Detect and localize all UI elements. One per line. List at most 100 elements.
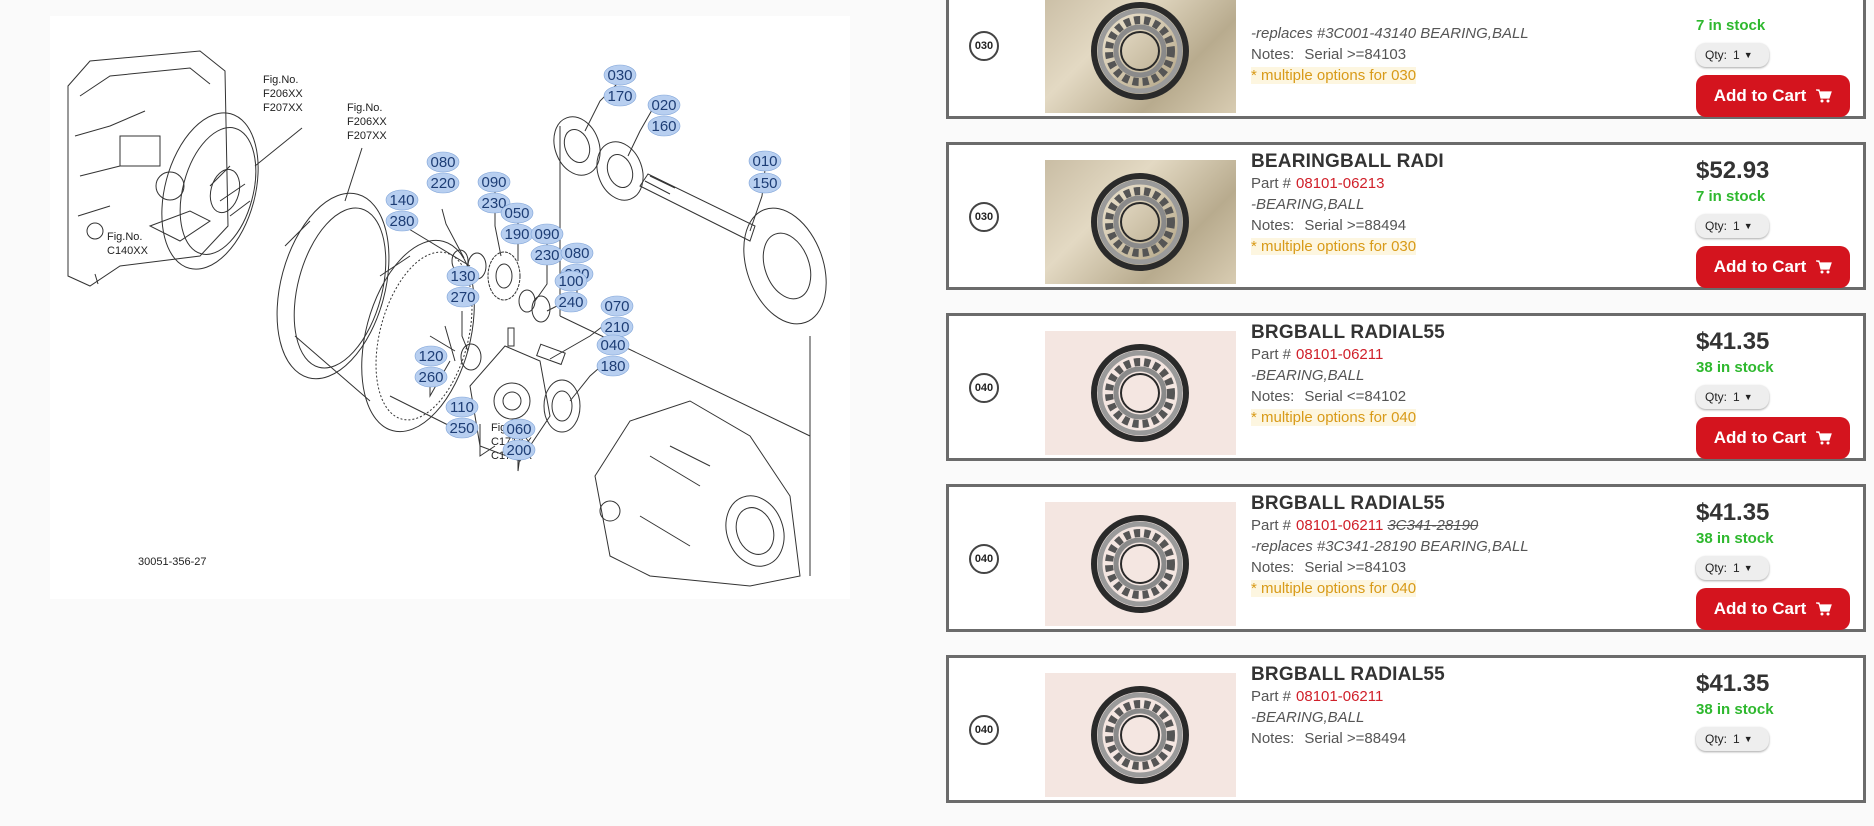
callout-090[interactable]: 090 bbox=[477, 171, 511, 193]
chevron-down-icon: ▼ bbox=[1743, 563, 1753, 573]
callout-070[interactable]: 070 bbox=[600, 295, 634, 317]
callout-200[interactable]: 200 bbox=[502, 439, 536, 461]
svg-text:230: 230 bbox=[481, 195, 506, 212]
part-image[interactable] bbox=[1045, 331, 1236, 455]
figure-label-1: Fig.No. bbox=[347, 102, 382, 114]
quantity-select[interactable]: Qty: 1 ▼ bbox=[1696, 43, 1769, 67]
callout-150[interactable]: 150 bbox=[748, 172, 782, 194]
callout-250[interactable]: 250 bbox=[445, 417, 479, 439]
callout-110[interactable]: 110 bbox=[445, 396, 479, 418]
part-number-line: Part #08101-06211 bbox=[1251, 686, 1751, 707]
part-info: BRGBALL RADIAL55 Part #08101-06211 -BEAR… bbox=[1251, 322, 1751, 428]
notes-line: Notes:Serial <=84102 bbox=[1251, 386, 1751, 407]
drawing-number: 30051-356-27 bbox=[138, 556, 207, 568]
callout-220[interactable]: 220 bbox=[426, 172, 460, 194]
svg-text:150: 150 bbox=[752, 175, 777, 192]
callout-090[interactable]: 090 bbox=[530, 223, 564, 245]
part-image[interactable] bbox=[1045, 160, 1236, 284]
chevron-down-icon: ▼ bbox=[1743, 221, 1753, 231]
figure-label-1: F207XX bbox=[347, 130, 387, 142]
callout-270[interactable]: 270 bbox=[446, 286, 480, 308]
quantity-select[interactable]: Qty: 1 ▼ bbox=[1696, 385, 1769, 409]
callout-230[interactable]: 230 bbox=[530, 244, 564, 266]
bearing-image bbox=[1091, 686, 1189, 784]
callout-280[interactable]: 280 bbox=[385, 210, 419, 232]
callout-170[interactable]: 170 bbox=[603, 85, 637, 107]
add-to-cart-button[interactable]: Add to Cart bbox=[1696, 588, 1850, 630]
callout-010[interactable]: 010 bbox=[748, 150, 782, 172]
callout-160[interactable]: 160 bbox=[647, 115, 681, 137]
ref-badge[interactable]: 040 bbox=[969, 373, 999, 403]
callout-050[interactable]: 050 bbox=[500, 202, 534, 224]
callout-260[interactable]: 260 bbox=[414, 366, 448, 388]
svg-text:060: 060 bbox=[506, 421, 531, 438]
price-column: $41.35 38 in stock Qty: 1 ▼ Add to Cart bbox=[1696, 326, 1856, 459]
stock-status: 7 in stock bbox=[1696, 188, 1766, 205]
part-image[interactable] bbox=[1045, 673, 1236, 797]
callout-020[interactable]: 020 bbox=[647, 94, 681, 116]
notes-label: Notes: bbox=[1251, 559, 1295, 576]
leader-lines bbox=[94, 80, 767, 472]
callout-230[interactable]: 230 bbox=[477, 192, 511, 214]
svg-text:160: 160 bbox=[651, 118, 676, 135]
add-to-cart-button[interactable]: Add to Cart bbox=[1696, 417, 1850, 459]
part-info: -replaces #3C001-43140 BEARING,BALL Note… bbox=[1251, 0, 1751, 86]
notes-line: Notes:Serial >=84103 bbox=[1251, 557, 1751, 578]
figure-label-0: Fig.No. bbox=[263, 74, 298, 86]
notes-value: Serial >=88494 bbox=[1304, 730, 1407, 747]
callout-080[interactable]: 080 bbox=[560, 242, 594, 264]
callout-100[interactable]: 100 bbox=[554, 270, 588, 292]
part-row: 040 BRGBALL RADIAL55 Part #08101-06211 -… bbox=[946, 313, 1866, 461]
multiple-options-link[interactable]: * multiple options for 040 bbox=[1251, 580, 1417, 597]
price: $41.35 bbox=[1696, 499, 1770, 526]
notes-label: Notes: bbox=[1251, 217, 1295, 234]
callout-130[interactable]: 130 bbox=[446, 265, 480, 287]
add-to-cart-button[interactable]: Add to Cart bbox=[1696, 246, 1850, 288]
callout-140[interactable]: 140 bbox=[385, 189, 419, 211]
callout-040[interactable]: 040 bbox=[596, 334, 630, 356]
price-column: $41.35 38 in stock Qty: 1 ▼ Add to Cart bbox=[1696, 497, 1856, 630]
part-number-link[interactable]: 08101-06211 bbox=[1296, 517, 1384, 534]
callout-240[interactable]: 240 bbox=[554, 291, 588, 313]
bearing-image bbox=[1091, 515, 1189, 613]
quantity-select[interactable]: Qty: 1 ▼ bbox=[1696, 556, 1769, 580]
svg-text:220: 220 bbox=[430, 175, 455, 192]
part-title: BRGBALL RADIAL55 bbox=[1251, 322, 1445, 343]
ref-badge[interactable]: 040 bbox=[969, 715, 999, 745]
part-number-link[interactable]: 08101-06213 bbox=[1296, 175, 1385, 192]
part-number-link[interactable]: 08101-06211 bbox=[1296, 688, 1384, 705]
part-number-line bbox=[1251, 2, 1751, 23]
callout-190[interactable]: 190 bbox=[500, 223, 534, 245]
callout-210[interactable]: 210 bbox=[600, 316, 634, 338]
svg-text:270: 270 bbox=[450, 289, 475, 306]
callout-120[interactable]: 120 bbox=[414, 345, 448, 367]
notes-line: Notes:Serial >=88494 bbox=[1251, 728, 1751, 749]
callout-030[interactable]: 030 bbox=[603, 64, 637, 86]
part-image[interactable] bbox=[1045, 502, 1236, 626]
add-to-cart-button[interactable]: Add to Cart bbox=[1696, 75, 1850, 117]
part-row: 040 BRGBALL RADIAL55 Part #08101-06211 -… bbox=[946, 655, 1866, 803]
callout-080[interactable]: 080 bbox=[426, 151, 460, 173]
multiple-options-link[interactable]: * multiple options for 040 bbox=[1251, 409, 1417, 426]
part-image[interactable] bbox=[1045, 0, 1236, 113]
svg-text:190: 190 bbox=[504, 226, 529, 243]
multiple-options-link[interactable]: * multiple options for 030 bbox=[1251, 238, 1417, 255]
part-description: -replaces #3C001-43140 BEARING,BALL bbox=[1251, 25, 1529, 42]
ref-badge[interactable]: 030 bbox=[969, 31, 999, 61]
multiple-options-link[interactable]: * multiple options for 030 bbox=[1251, 67, 1417, 84]
ref-badge[interactable]: 030 bbox=[969, 202, 999, 232]
chevron-down-icon: ▼ bbox=[1743, 734, 1753, 744]
callout-180[interactable]: 180 bbox=[596, 355, 630, 377]
callout-060[interactable]: 060 bbox=[502, 418, 536, 440]
svg-text:030: 030 bbox=[607, 67, 632, 84]
quantity-value: 1 bbox=[1733, 48, 1740, 62]
price: $52.93 bbox=[1696, 157, 1770, 184]
quantity-select[interactable]: Qty: 1 ▼ bbox=[1696, 214, 1769, 238]
figure-label-1: F206XX bbox=[347, 116, 387, 128]
part-number-link[interactable]: 08101-06211 bbox=[1296, 346, 1384, 363]
notes-label: Notes: bbox=[1251, 46, 1295, 63]
ref-badge[interactable]: 040 bbox=[969, 544, 999, 574]
cart-icon bbox=[1816, 89, 1833, 103]
